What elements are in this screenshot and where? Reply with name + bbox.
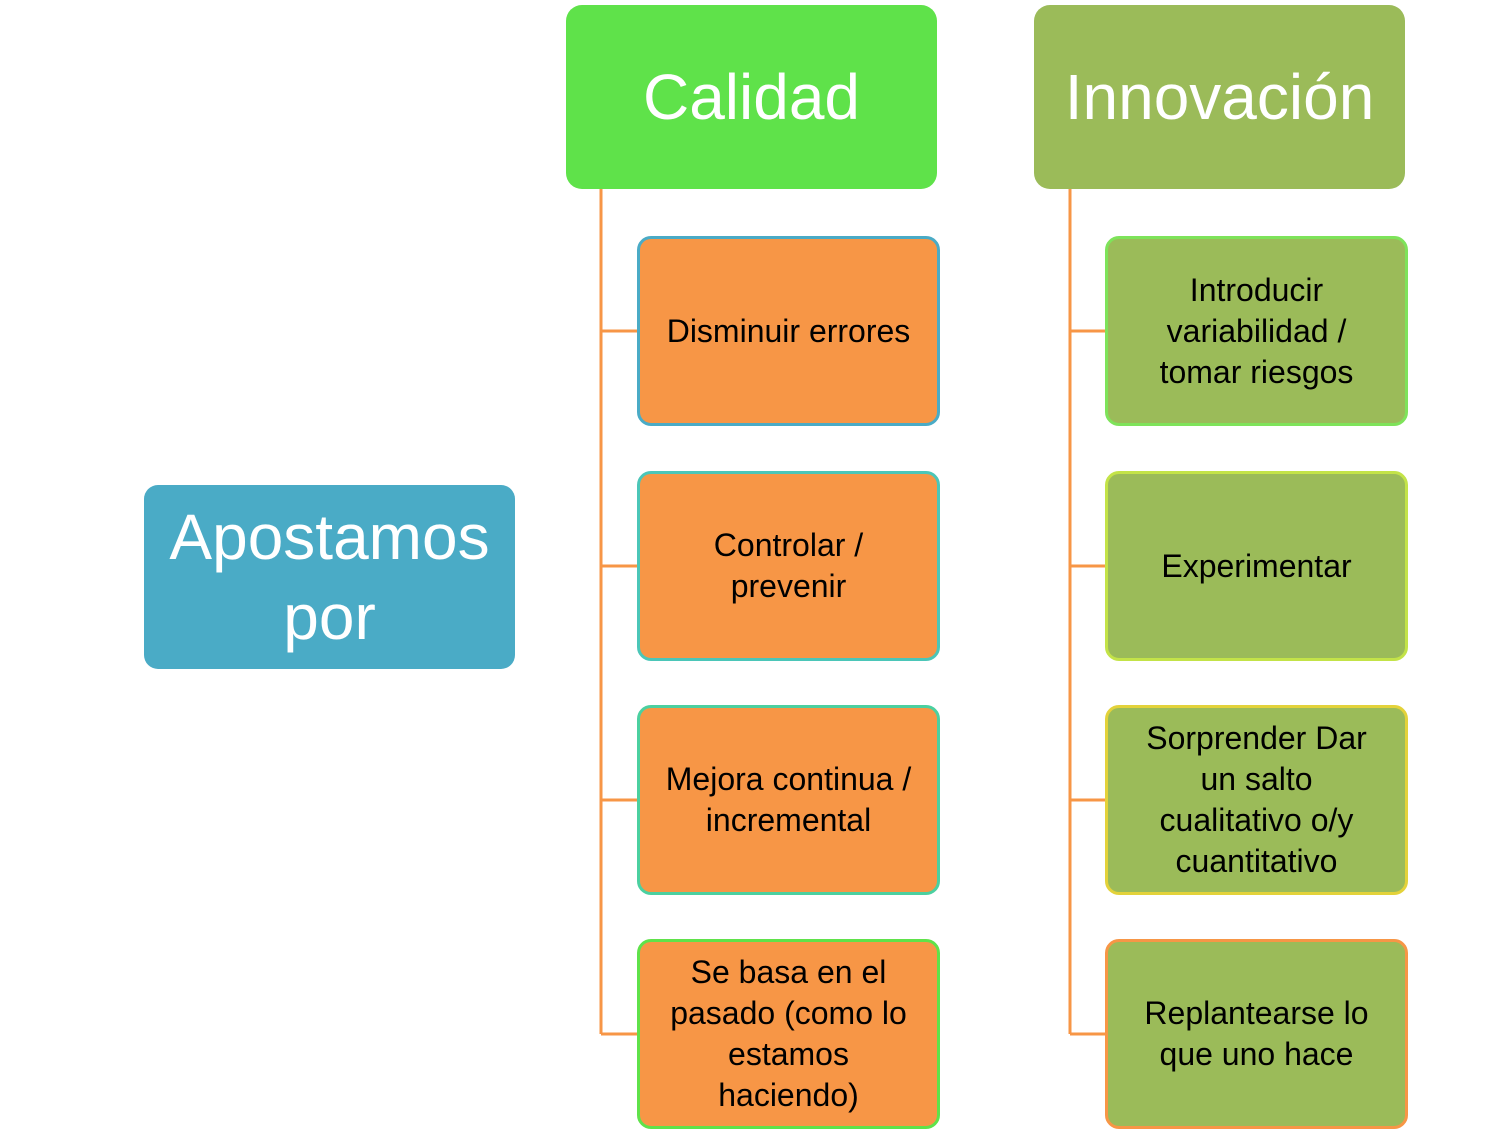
calidad-item-label: Se basa en el pasado (como lo estamos ha… xyxy=(670,954,907,1113)
calidad-item-disminuir-errores: Disminuir errores xyxy=(637,236,940,426)
innovacion-item-sorprender: Sorprender Dar un salto cualitativo o/y … xyxy=(1105,705,1408,895)
calidad-item-label: Disminuir errores xyxy=(666,312,911,349)
innovacion-item-label: Introducir variabilidad / tomar riesgos xyxy=(1159,271,1354,390)
calidad-item-se-basa-en-el-pasado: Se basa en el pasado (como lo estamos ha… xyxy=(637,939,940,1129)
calidad-item-mejora-continua: Mejora continua / incremental xyxy=(637,705,940,895)
innovacion-item-replantearse: Replantearse lo que uno hace xyxy=(1105,939,1408,1129)
innovacion-item-label: Replantearse lo que uno hace xyxy=(1144,995,1369,1072)
calidad-title: Calidad xyxy=(642,61,861,133)
innovacion-item-label: Experimentar xyxy=(1161,547,1352,584)
root-label: Apostamos por xyxy=(169,501,490,653)
innovacion-item-introducir-variabilidad: Introducir variabilidad / tomar riesgos xyxy=(1105,236,1408,426)
calidad-item-controlar-prevenir: Controlar / prevenir xyxy=(637,471,940,661)
innovacion-item-experimentar: Experimentar xyxy=(1105,471,1408,661)
column-header-innovacion: Innovación xyxy=(1034,5,1405,189)
root-node-apostamos-por: Apostamos por xyxy=(144,485,515,669)
innovacion-item-label: Sorprender Dar un salto cualitativo o/y … xyxy=(1146,720,1367,879)
innovacion-title: Innovación xyxy=(1064,61,1375,133)
column-header-calidad: Calidad xyxy=(566,5,937,189)
calidad-item-label: Controlar / prevenir xyxy=(713,527,864,604)
calidad-item-label: Mejora continua / incremental xyxy=(665,761,912,838)
